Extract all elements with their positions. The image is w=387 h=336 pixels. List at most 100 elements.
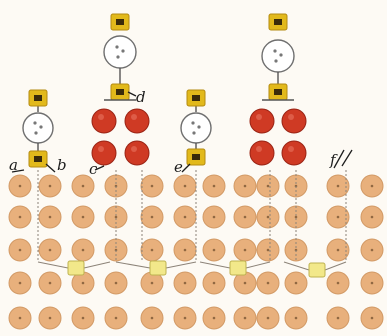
white-sphere-unit	[22, 112, 54, 144]
linker-center	[34, 95, 42, 101]
red-sphere	[281, 108, 307, 134]
bridge-square	[308, 262, 326, 278]
annotation-labels: a b c d e f	[9, 88, 338, 178]
lattice-atom-core	[266, 248, 270, 252]
leader-line	[45, 163, 56, 173]
white-sphere-unit	[103, 35, 137, 69]
red-sphere	[249, 140, 275, 166]
red-sphere	[91, 140, 117, 166]
white-sphere-dot	[34, 131, 38, 135]
lattice-atom-core	[212, 248, 216, 252]
red-sphere	[91, 108, 117, 134]
label-c: c	[89, 160, 98, 178]
lattice-atom-core	[336, 281, 340, 285]
lattice-atom-core	[370, 184, 374, 188]
white-sphere-dot	[273, 49, 277, 53]
red-sphere-highlight	[256, 114, 262, 120]
linker-center	[192, 95, 200, 101]
lattice-atom-core	[18, 215, 22, 219]
bond-line	[245, 261, 271, 269]
linker-center	[274, 19, 282, 25]
lattice-atom-core	[183, 215, 187, 219]
red-sphere	[281, 140, 307, 166]
linker-unit	[28, 89, 48, 107]
red-sphere-highlight	[288, 114, 294, 120]
red-sphere-highlight	[98, 114, 104, 120]
bond-line	[324, 261, 347, 271]
lattice-atom-core	[212, 316, 216, 320]
white-sphere-dot	[116, 55, 120, 59]
white-sphere-unit	[261, 39, 295, 73]
label-f: f	[329, 151, 338, 169]
white-sphere-unit	[180, 112, 212, 144]
red-sphere	[124, 140, 150, 166]
leader-line	[127, 91, 137, 97]
lattice-atom-core	[212, 281, 216, 285]
lattice-atom-core	[370, 281, 374, 285]
lattice-atom-core	[336, 215, 340, 219]
lattice-atom-core	[336, 316, 340, 320]
bridge-square	[149, 260, 167, 276]
lattice-atom-core	[183, 281, 187, 285]
lattice-atom-core	[81, 215, 85, 219]
lattice-atom-core	[243, 281, 247, 285]
lattice-atom-core	[294, 281, 298, 285]
white-sphere-dot	[192, 131, 196, 135]
leader-line	[341, 149, 353, 167]
leader-line	[11, 169, 25, 173]
red-sphere	[124, 108, 150, 134]
lattice-atom-core	[18, 281, 22, 285]
molecular-assemblies	[22, 13, 307, 168]
bridge-square	[229, 260, 247, 276]
white-sphere	[261, 39, 295, 73]
white-sphere-dot	[197, 125, 201, 129]
leader-line	[333, 149, 345, 169]
lattice-atom-core	[212, 215, 216, 219]
lattice-atom-core	[183, 248, 187, 252]
lattice-atom-core	[48, 316, 52, 320]
lattice-atom-core	[81, 248, 85, 252]
white-sphere-dot	[191, 121, 195, 125]
lattice-atom-core	[336, 184, 340, 188]
bridge-square	[67, 260, 85, 276]
linker-unit	[186, 89, 206, 107]
lattice-atom-core	[48, 248, 52, 252]
lattice-atom-core	[243, 316, 247, 320]
bond-line	[165, 261, 197, 269]
label-a: a	[9, 156, 18, 174]
lattice-atom-core	[370, 248, 374, 252]
label-d: d	[136, 88, 146, 106]
lattice-atom-core	[243, 248, 247, 252]
lattice-atom-core	[370, 316, 374, 320]
lattice-atom-core	[114, 281, 118, 285]
lattice-atom-core	[212, 184, 216, 188]
bond-line	[283, 261, 310, 271]
red-sphere-highlight	[131, 146, 137, 152]
bond-line	[83, 261, 111, 269]
lattice-atom-core	[336, 248, 340, 252]
linker-center	[116, 89, 124, 95]
lattice-atom-core	[294, 316, 298, 320]
lattice-atom-core	[48, 184, 52, 188]
lattice-atom-core	[266, 316, 270, 320]
lattice-atom-core	[183, 316, 187, 320]
lattice-atom-core	[81, 281, 85, 285]
lattice-atom-core	[81, 184, 85, 188]
lattice-atom-core	[81, 316, 85, 320]
red-sphere	[249, 108, 275, 134]
bond-line	[37, 261, 69, 269]
white-sphere	[103, 35, 137, 69]
substrate-lattice	[8, 174, 384, 330]
leader-line	[94, 165, 105, 171]
bond-line	[115, 261, 151, 269]
lattice-atom-core	[150, 215, 154, 219]
lattice-atom-core	[18, 184, 22, 188]
lattice-atom-core	[150, 184, 154, 188]
linker-unit	[268, 83, 288, 101]
white-sphere-dot	[33, 121, 37, 125]
linker-center	[274, 89, 282, 95]
lattice-atom-core	[114, 316, 118, 320]
lattice-atom-core	[183, 184, 187, 188]
white-sphere-dot	[274, 59, 278, 63]
